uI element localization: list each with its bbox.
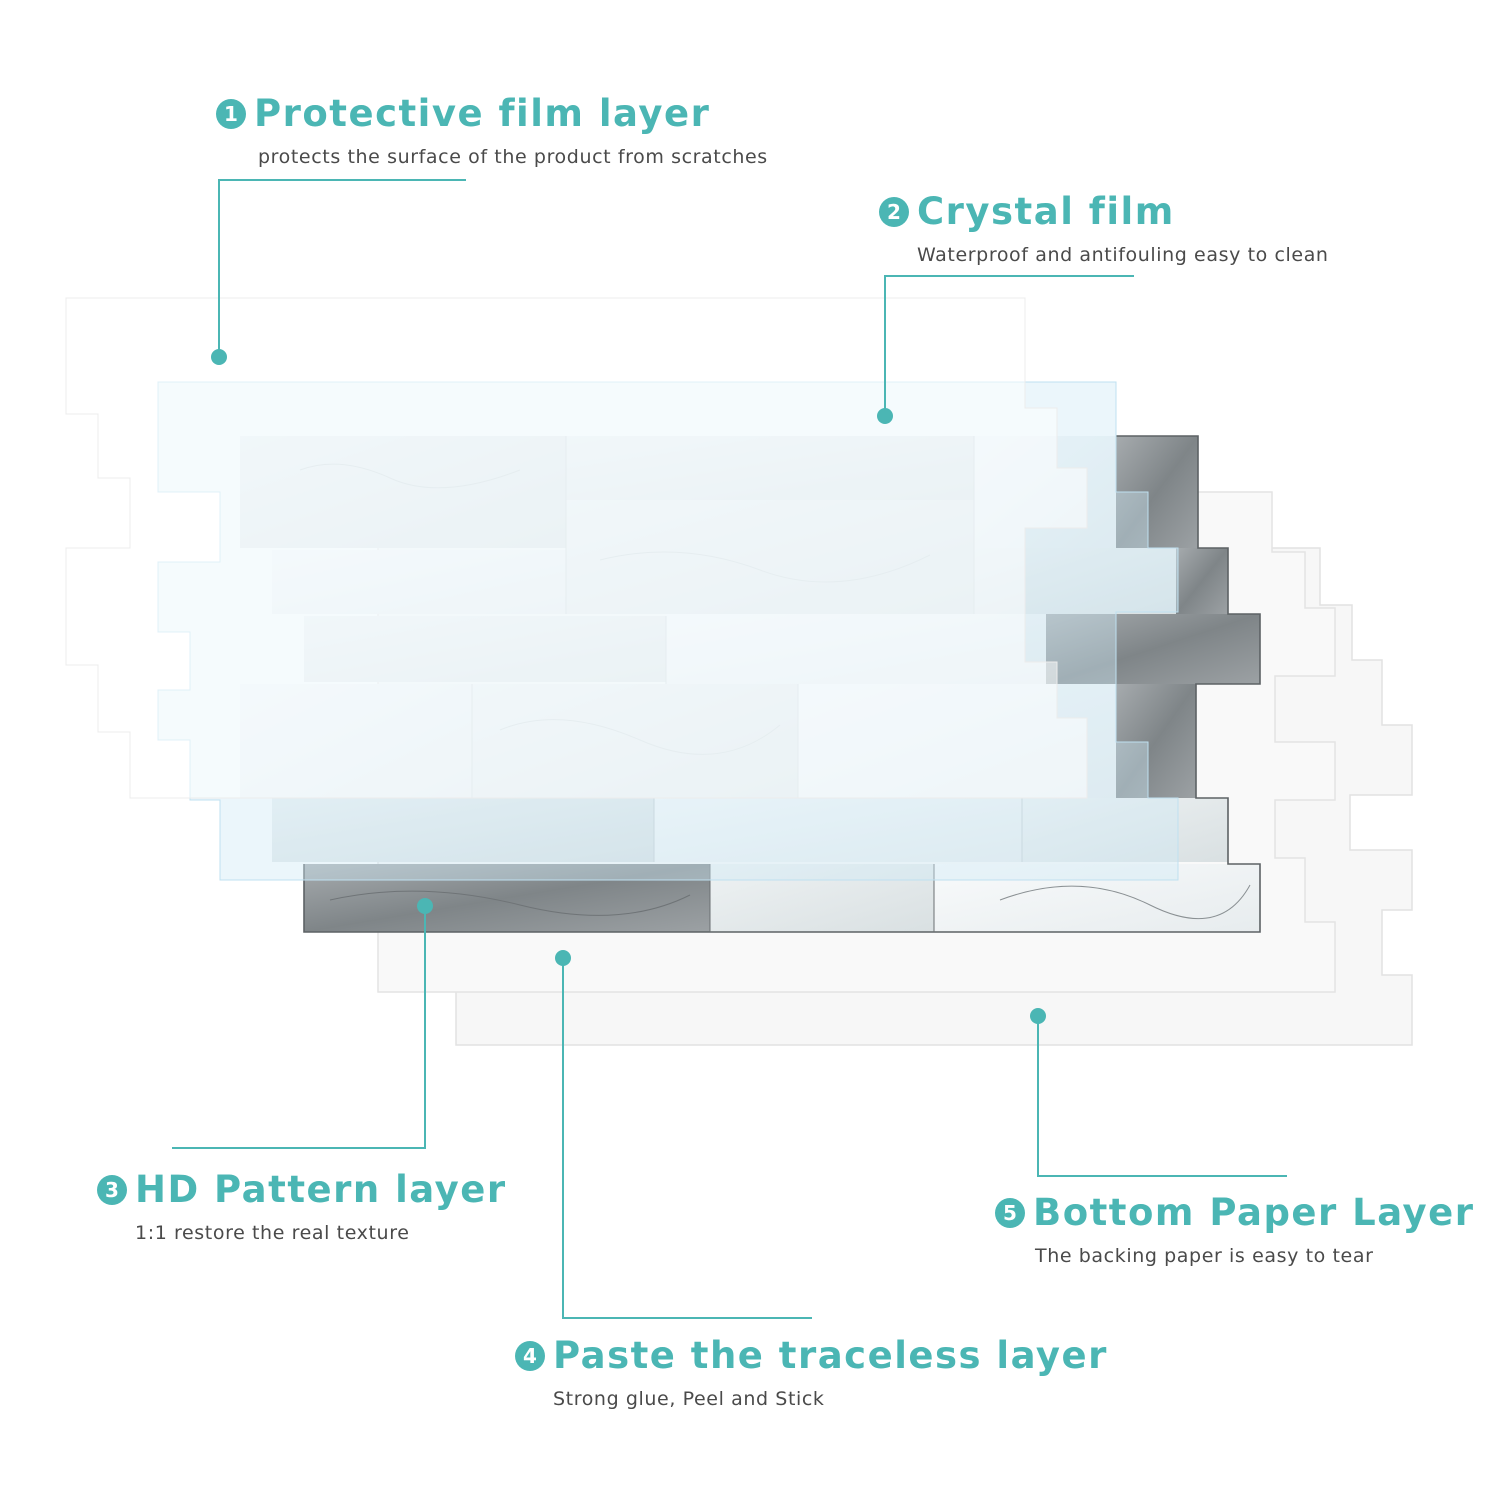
stone-tile: [272, 798, 654, 862]
callout-hd-pattern: 3 HD Pattern layer 1:1 restore the real …: [97, 1171, 507, 1244]
anchor-dot-5: [1030, 1008, 1046, 1024]
stone-tile: [934, 864, 1260, 932]
stone-tile: [654, 798, 1022, 862]
anchor-dot-1: [211, 349, 227, 365]
callout-crystal-film: 2 Crystal film Waterproof and antifoulin…: [879, 193, 1329, 266]
number-badge-1: 1: [216, 98, 246, 129]
stone-tile: [1176, 548, 1228, 614]
callout-paste-layer: 4 Paste the traceless layer Strong glue,…: [515, 1337, 1108, 1410]
leader-line-2: [884, 275, 1134, 416]
anchor-dot-3: [417, 898, 433, 914]
layer-description-1: protects the surface of the product from…: [258, 146, 768, 168]
stone-tile: [1022, 798, 1228, 862]
callout-bottom-paper: 5 Bottom Paper Layer The backing paper i…: [995, 1194, 1475, 1267]
protective-film-layer: [65, 297, 1088, 799]
layer-title-3: HD Pattern layer: [135, 1168, 507, 1211]
layer-title-5: Bottom Paper Layer: [1033, 1191, 1475, 1234]
stone-tile: [1046, 614, 1260, 684]
leader-line-4: [562, 958, 812, 1319]
leader-lines: [172, 179, 1287, 1319]
leader-line-5: [1037, 1016, 1287, 1177]
layer-title-4: Paste the traceless layer: [553, 1334, 1108, 1377]
layer-description-5: The backing paper is easy to tear: [1035, 1245, 1374, 1267]
leader-line-1: [218, 179, 466, 357]
layer-description-2: Waterproof and antifouling easy to clean: [917, 244, 1329, 266]
stone-tile: [710, 864, 934, 932]
callout-protective-film: 1 Protective film layer protects the sur…: [216, 95, 768, 168]
number-badge-2: 2: [879, 196, 909, 227]
leader-line-3: [172, 906, 426, 1149]
layer-title-2: Crystal film: [917, 190, 1175, 233]
number-badge-3: 3: [97, 1174, 127, 1205]
layer-description-3: 1:1 restore the real texture: [135, 1222, 410, 1244]
anchor-dot-2: [877, 408, 893, 424]
anchor-dot-4: [555, 950, 571, 966]
layer-description-4: Strong glue, Peel and Stick: [553, 1388, 825, 1410]
stone-tile: [304, 864, 710, 932]
stone-tile: [1116, 684, 1196, 798]
layer-title-1: Protective film layer: [254, 92, 711, 135]
number-badge-4: 4: [515, 1340, 545, 1371]
number-badge-5: 5: [995, 1197, 1025, 1228]
